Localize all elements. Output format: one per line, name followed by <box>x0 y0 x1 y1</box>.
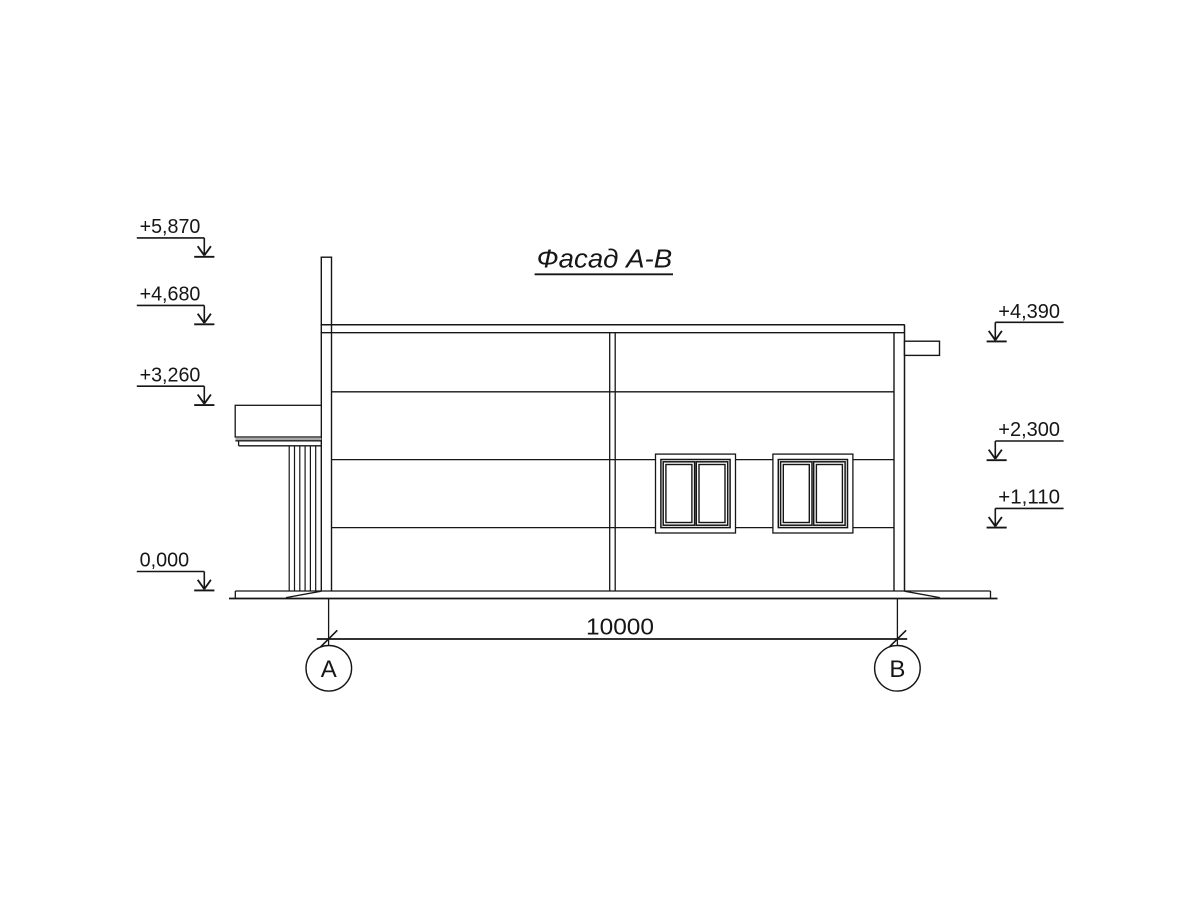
svg-text:+2,300: +2,300 <box>998 419 1060 441</box>
svg-text:+3,260: +3,260 <box>140 364 201 386</box>
svg-text:+4,680: +4,680 <box>140 284 201 306</box>
svg-text:+4,390: +4,390 <box>998 301 1060 323</box>
svg-text:+5,870: +5,870 <box>140 216 201 238</box>
svg-text:10000: 10000 <box>586 614 654 640</box>
svg-text:0,000: 0,000 <box>140 550 190 572</box>
svg-text:Фасад А-В: Фасад А-В <box>537 246 673 274</box>
svg-text:А: А <box>321 656 337 683</box>
svg-text:+1,110: +1,110 <box>998 487 1060 509</box>
svg-text:В: В <box>889 656 905 683</box>
